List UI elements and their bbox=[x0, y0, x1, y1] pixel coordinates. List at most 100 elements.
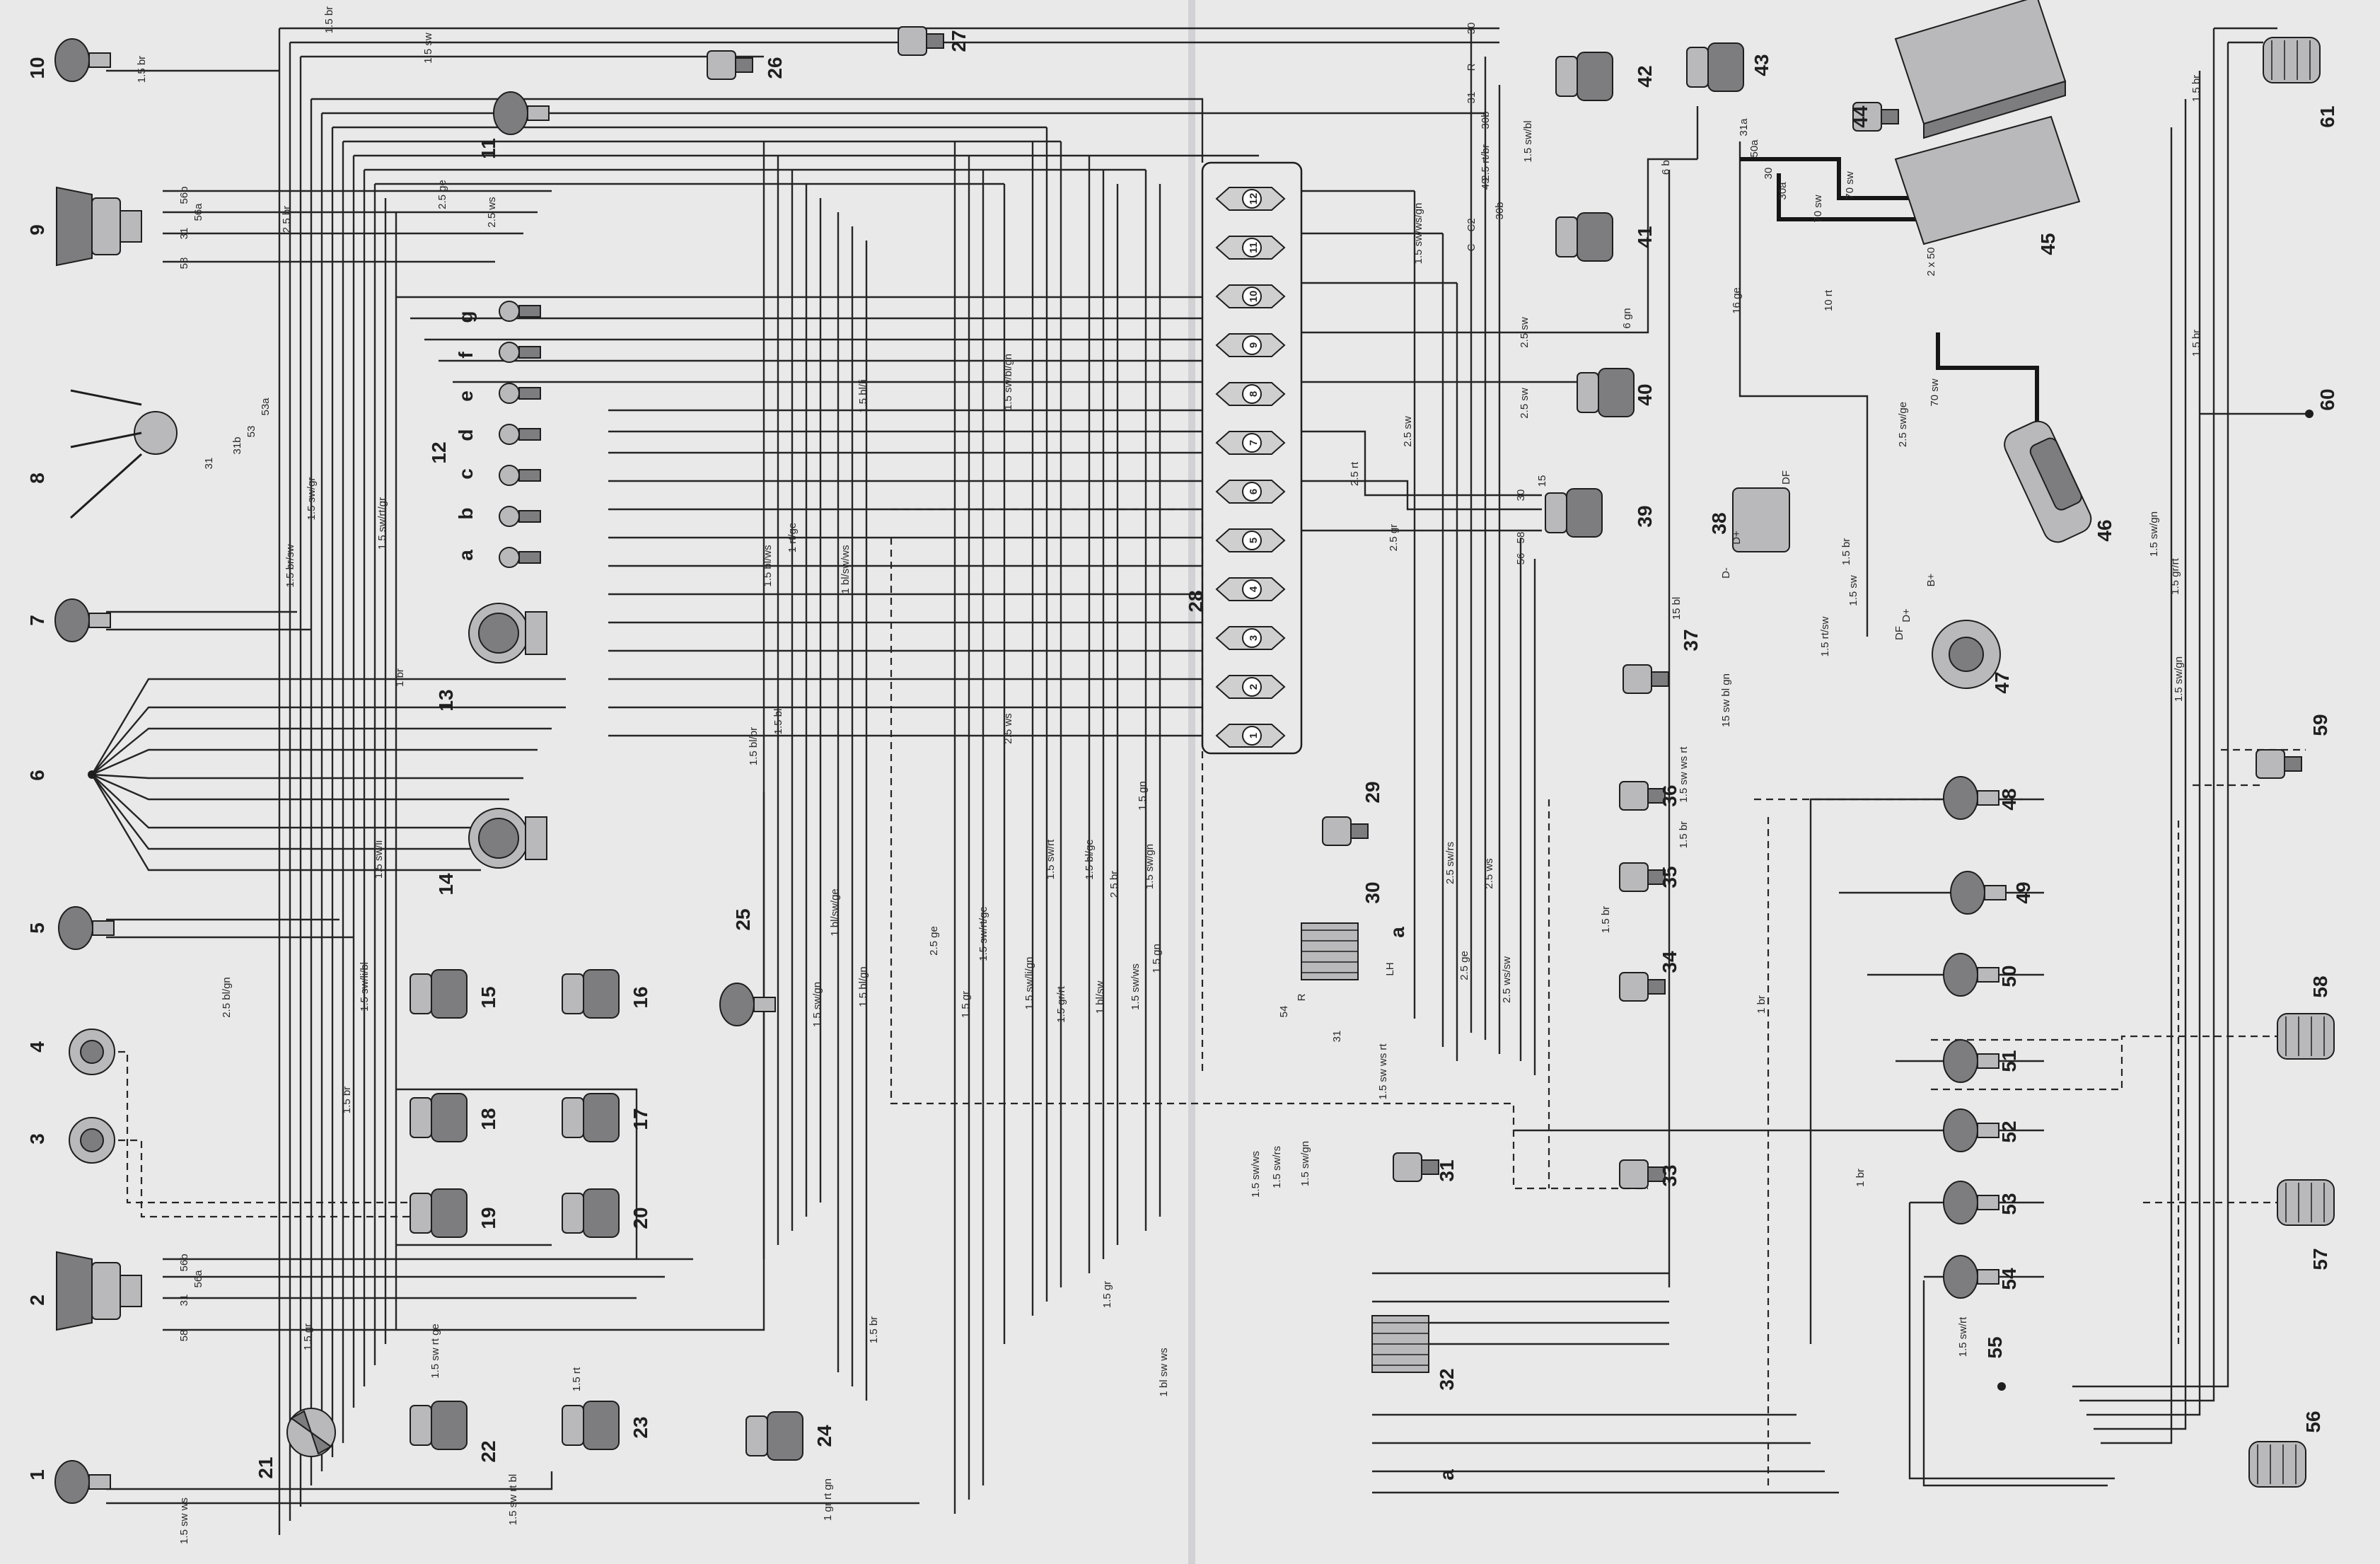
component-number-36: 36 bbox=[1659, 784, 1680, 806]
wire-label: 1.5 sw/ws bbox=[1250, 1151, 1262, 1198]
component-27-sender bbox=[898, 26, 944, 56]
wire-label: 1.5 sw/gn bbox=[1299, 1141, 1311, 1186]
component-18-switch bbox=[410, 1093, 468, 1142]
component-8-wiper bbox=[69, 389, 178, 519]
terminal-label: B+ bbox=[1925, 573, 1937, 586]
wire-label: 15 sw bl gn bbox=[1720, 673, 1732, 727]
wire-label: 1.5 bl/ws bbox=[762, 545, 774, 586]
wire-label: 1.5 sw/li/bl bbox=[359, 962, 371, 1012]
component-14-gauge bbox=[468, 808, 547, 869]
fuse-3: 3 bbox=[1215, 626, 1286, 650]
terminal-label: 31 bbox=[178, 1294, 190, 1307]
sub-label: a bbox=[1386, 927, 1408, 938]
component-number-31: 31 bbox=[1436, 1159, 1458, 1181]
terminal-label: 58 bbox=[178, 257, 190, 270]
wire-label: 1.5 sw/bl bbox=[1522, 120, 1534, 162]
terminal-label: 31a bbox=[1738, 118, 1750, 137]
component-43-switch bbox=[1686, 42, 1744, 92]
terminal-label: 54 bbox=[1278, 1006, 1290, 1018]
component-number-38: 38 bbox=[1708, 512, 1730, 534]
wire-label: 1.5 rt bbox=[571, 1367, 583, 1391]
component-number-56: 56 bbox=[2302, 1411, 2324, 1432]
fuse-number: 1 bbox=[1248, 733, 1260, 738]
terminal-label: 31 bbox=[1465, 92, 1478, 104]
wire-label: 2.5 sw bbox=[1402, 416, 1414, 447]
terminal-label: LH bbox=[1384, 962, 1396, 975]
component-number-19: 19 bbox=[477, 1207, 499, 1229]
fuse-8: 8 bbox=[1215, 382, 1286, 406]
component-number-3: 3 bbox=[26, 1133, 48, 1145]
component-number-57: 57 bbox=[2309, 1248, 2331, 1270]
terminal-label: 56 bbox=[1515, 553, 1527, 565]
component-number-24: 24 bbox=[813, 1425, 835, 1447]
fuse-9: 9 bbox=[1215, 333, 1286, 357]
component-57-tail bbox=[2277, 1179, 2335, 1226]
component-number-58: 58 bbox=[2309, 975, 2331, 997]
fuse-number: 8 bbox=[1248, 391, 1260, 397]
wire-label: 2.5 sw bbox=[1519, 317, 1531, 348]
sub-label: f bbox=[455, 352, 477, 359]
wire-label: 1.5 br bbox=[1678, 821, 1690, 848]
wire-label: 1.5 sw rt ge bbox=[429, 1323, 441, 1379]
wire-label: 1.5 sw ws rt bbox=[1678, 746, 1690, 803]
wire-label: 1.5 bl/li bbox=[857, 379, 869, 413]
terminal-label: 56a bbox=[192, 1270, 204, 1288]
wire-label: 2.5 sw/ge bbox=[1897, 402, 1909, 447]
fuse-number: 11 bbox=[1248, 242, 1260, 253]
component-number-20: 20 bbox=[629, 1207, 651, 1229]
component-20-switch bbox=[562, 1188, 620, 1238]
sub-label: e bbox=[455, 390, 477, 402]
component-39-switch bbox=[1545, 488, 1603, 538]
component-11-lamp bbox=[493, 91, 550, 135]
component-number-40: 40 bbox=[1634, 383, 1656, 405]
wire-label: 2.5 rt bbox=[1349, 461, 1361, 486]
component-46-starter bbox=[2004, 420, 2092, 543]
component-number-21: 21 bbox=[255, 1456, 277, 1478]
component-13-gauge bbox=[468, 603, 547, 664]
component-number-47: 47 bbox=[1991, 671, 2013, 693]
wire-label: 1 br bbox=[1755, 995, 1767, 1014]
terminal-label: 58 bbox=[178, 1330, 190, 1342]
terminal-label: 30 bbox=[1465, 23, 1478, 35]
component-number-26: 26 bbox=[764, 57, 786, 79]
wire-label: 1.5 sw/gn bbox=[2173, 656, 2185, 702]
wire-label: 1.5 sw bbox=[1847, 575, 1859, 606]
wire-label: 70 sw bbox=[1844, 171, 1856, 199]
sub-label: a bbox=[1436, 1469, 1458, 1481]
component-number-29: 29 bbox=[1362, 781, 1383, 803]
terminal-label: 56a bbox=[192, 203, 204, 221]
terminal-label: DF bbox=[1893, 626, 1905, 640]
component-61-tail bbox=[2263, 37, 2321, 83]
wire-label: 1.5 bl bbox=[772, 709, 784, 735]
wire-label: 2.5 ws bbox=[1002, 713, 1014, 743]
component-52-lamp bbox=[1943, 1108, 1999, 1152]
wire-label: 1.5 gr bbox=[302, 1323, 314, 1350]
wire-label: 2.5 sw/rs bbox=[1444, 842, 1456, 884]
wire-label: 1 br bbox=[394, 668, 406, 687]
terminal-label: 30 bbox=[1515, 490, 1527, 502]
wire-label: 1.5 sw/ws bbox=[1130, 963, 1142, 1010]
component-54-lamp bbox=[1943, 1255, 1999, 1299]
wire-label: 1.5 gr/rt bbox=[1055, 985, 1067, 1023]
fuse-number: 10 bbox=[1248, 291, 1260, 303]
terminal-label: 30 bbox=[1763, 168, 1775, 180]
terminal-label: 30a bbox=[1777, 182, 1789, 200]
terminal-label: 58 bbox=[1515, 532, 1527, 544]
wire-label: 1 rt/ge bbox=[786, 523, 799, 553]
component-number-28: 28 bbox=[1185, 590, 1207, 612]
fuse-number: 4 bbox=[1248, 586, 1260, 592]
wire-label: 1.5 sw/gn bbox=[1144, 844, 1156, 889]
fuse-4: 4 bbox=[1215, 577, 1286, 601]
component-25-lamp bbox=[719, 983, 776, 1026]
terminal-label: DF bbox=[1780, 470, 1792, 485]
terminal-label: 15 bbox=[1536, 475, 1548, 487]
component-number-39: 39 bbox=[1634, 505, 1656, 527]
terminal-label: C2 bbox=[1465, 218, 1478, 231]
wire-label: 1 bl sw ws bbox=[1158, 1348, 1170, 1396]
component-22-switch bbox=[410, 1401, 468, 1450]
component-number-15: 15 bbox=[477, 986, 499, 1008]
fuse-number: 7 bbox=[1248, 440, 1260, 446]
wire-label: 1.5 br bbox=[1600, 906, 1612, 933]
component-number-48: 48 bbox=[1998, 788, 2020, 810]
wire-label: 2.5 ws bbox=[1483, 858, 1495, 888]
